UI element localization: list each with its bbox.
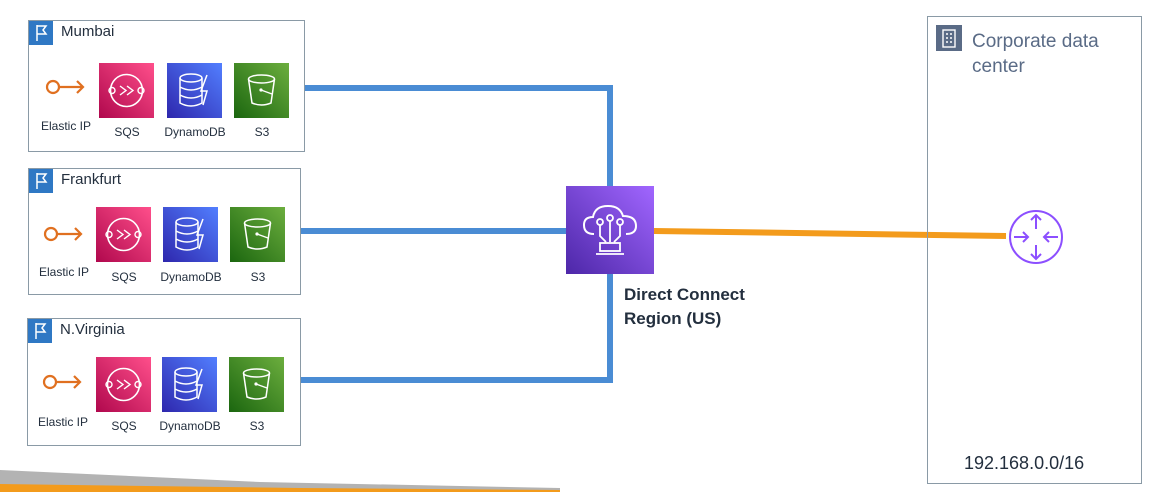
- elastic-ip-icon: [42, 374, 82, 390]
- dynamodb-label: DynamoDB: [164, 125, 226, 139]
- direct-connect-label-line1: Direct Connect: [624, 285, 745, 304]
- flag-icon: [29, 21, 53, 45]
- s3-label: S3: [254, 125, 270, 139]
- region-frankfurt: Frankfurt Elastic IP SQS DynamoDB S3: [28, 168, 301, 295]
- elastic-ip-label: Elastic IP: [37, 415, 88, 429]
- mumbai-link: [304, 85, 613, 186]
- sqs-icon: [96, 207, 151, 262]
- dynamodb-icon: [163, 207, 218, 262]
- s3-label: S3: [249, 419, 265, 433]
- sqs-icon: [99, 63, 154, 118]
- region-name: Mumbai: [61, 23, 115, 40]
- corporate-title: Corporate data center: [972, 31, 1099, 77]
- nvirginia-link: [300, 274, 613, 383]
- cidr-label: 192.168.0.0/16: [964, 453, 1085, 473]
- region-n-virginia: N.Virginia Elastic IP SQS DynamoDB S3: [27, 318, 301, 446]
- sqs-label: SQS: [111, 270, 137, 284]
- router-icon: [1009, 210, 1063, 264]
- dynamodb-label: DynamoDB: [159, 419, 221, 433]
- sqs-label: SQS: [111, 419, 137, 433]
- dynamodb-icon: [167, 63, 222, 118]
- dynamodb-label: DynamoDB: [160, 270, 222, 284]
- sqs-icon: [96, 357, 151, 412]
- region-name: Frankfurt: [61, 171, 122, 188]
- direct-connect-label-line2: Region (US): [624, 309, 722, 328]
- direct-connect-label: Direct Connect Region (US): [624, 283, 745, 331]
- s3-icon: [229, 357, 284, 412]
- direct-connect-icon: [566, 186, 654, 274]
- direct-connect-link: [653, 228, 1007, 239]
- elastic-ip-label: Elastic IP: [38, 265, 89, 279]
- footer-decoration: [0, 470, 560, 492]
- elastic-ip-icon: [45, 79, 85, 95]
- sqs-label: SQS: [114, 125, 140, 139]
- corporate-data-center: Corporate data center 192.168.0.0/16: [927, 16, 1142, 484]
- s3-icon: [230, 207, 285, 262]
- dynamodb-icon: [162, 357, 217, 412]
- region-name: N.Virginia: [60, 321, 125, 338]
- elastic-ip-label: Elastic IP: [40, 119, 91, 133]
- flag-icon: [29, 169, 53, 193]
- elastic-ip-icon: [43, 226, 83, 242]
- region-mumbai: Mumbai Elastic IP SQS DynamoDB S3: [28, 20, 305, 152]
- building-icon: [936, 25, 962, 51]
- s3-label: S3: [250, 270, 266, 284]
- flag-icon: [28, 319, 52, 343]
- s3-icon: [234, 63, 289, 118]
